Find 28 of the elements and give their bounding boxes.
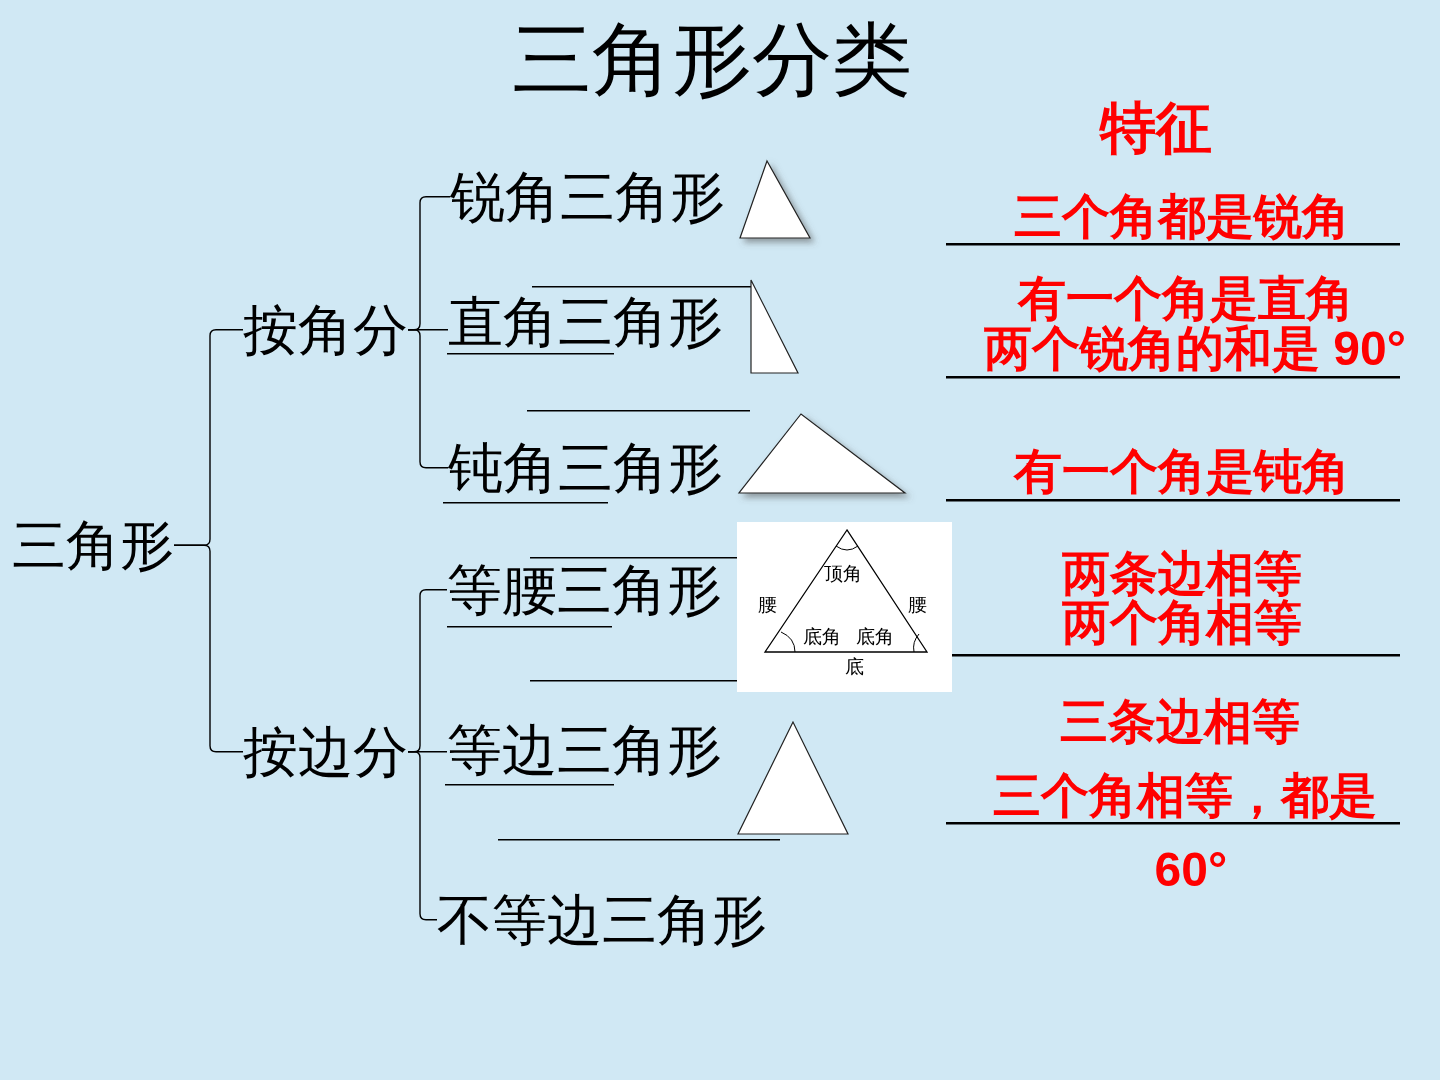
part-label: 腰 [907,594,927,616]
answer-text: 有一个角是直角 [1018,275,1354,323]
category-label: 直角三角形 [448,291,723,352]
category-label: 等腰三角形 [447,559,722,620]
answer-text: 三个角相等，都是 [993,772,1377,820]
answer-text: 三个角都是锐角 [1014,193,1350,241]
category-label: 三角形 [12,515,174,575]
category-label: 钝角三角形 [448,437,723,498]
part-label: 底 [844,656,864,678]
answer-text: 有一个角是钝角 [1014,448,1350,496]
title: 三角形分类 [512,16,912,104]
part-label: 底角 [803,626,841,648]
answer-text: 两个锐角的和是 90° [984,325,1406,373]
bracket-line [173,544,244,753]
answer-text: 三条边相等 [1060,698,1300,746]
category-label: 等边三角形 [447,719,722,780]
category-label: 按边分 [243,721,408,782]
column-heading: 特征 [1100,97,1212,159]
category-label: 按角分 [243,299,408,360]
part-label: 底角 [856,626,894,648]
part-label: 顶角 [824,563,862,585]
bracket-line [407,329,449,469]
answer-text: 60° [1154,846,1228,894]
answer-text: 两条边相等 [1062,550,1302,598]
part-label: 腰 [757,594,777,616]
answer-text: 两个角相等 [1062,599,1302,647]
category-label: 不等边三角形 [437,889,767,950]
category-label: 锐角三角形 [450,166,725,227]
